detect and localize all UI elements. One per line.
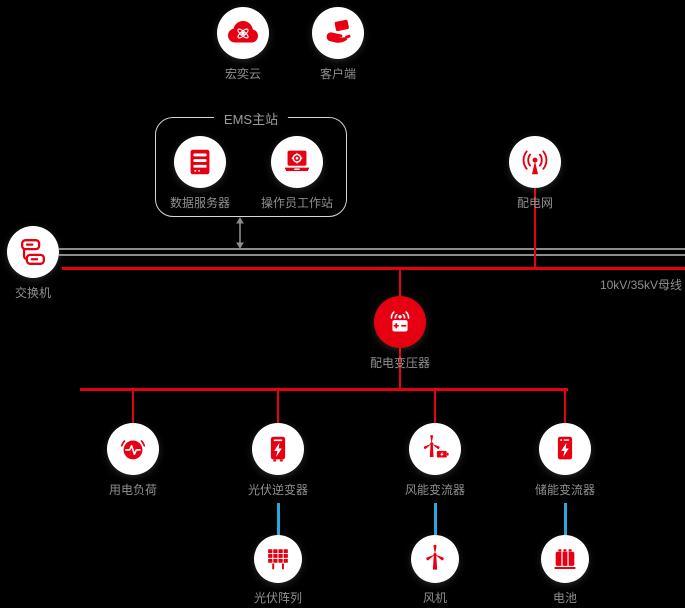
- storage-converter-to-battery-link: [563, 503, 567, 535]
- battery-icon: [554, 549, 576, 569]
- mv-busbar-line: [62, 267, 685, 270]
- feeder-to-load-link: [131, 391, 135, 424]
- cloud-atom-icon: [228, 21, 258, 43]
- node-distribution-grid: 配电网: [509, 136, 561, 210]
- pv-inverter-label: 光伏逆变器: [247, 483, 309, 497]
- wind-converter-node-circle: [408, 423, 461, 475]
- node-pv-array: 光伏阵列: [253, 535, 303, 605]
- distribution-grid-label: 配电网: [516, 196, 553, 210]
- feeder-to-storage-converter-link: [563, 391, 567, 424]
- wind-turbine-label: 风机: [422, 591, 447, 605]
- node-cloud: 宏奕云: [217, 7, 269, 81]
- feeder-to-wind-converter-link: [433, 391, 437, 424]
- node-pv-inverter: 光伏逆变器: [248, 423, 308, 497]
- ems-station-group: EMS主站: [155, 109, 347, 217]
- ethernet-line-bottom: [59, 254, 685, 256]
- operator-workstation-label: 操作员工作站: [260, 196, 334, 210]
- network-switch-node-circle: [7, 226, 59, 278]
- node-power-load: 用电负荷: [107, 423, 159, 497]
- grid-to-busbar-link: [533, 188, 537, 268]
- power-load-node-circle: [107, 423, 159, 475]
- workstation-node-circle: [270, 136, 323, 188]
- antenna-icon: [522, 150, 548, 175]
- load-pulse-icon: [120, 440, 146, 460]
- pv-array-label: 光伏阵列: [253, 591, 303, 605]
- cloud-node-circle: [217, 7, 269, 59]
- node-battery: 电池: [541, 535, 589, 605]
- busbar-to-transformer-link: [398, 270, 402, 297]
- battery-label: 电池: [552, 591, 577, 605]
- distribution-transformer-label: 配电变压器: [369, 356, 431, 370]
- node-distribution-transformer: 配电变压器: [370, 296, 430, 370]
- distribution-transformer-node-circle: [373, 296, 426, 348]
- data-server-node-circle: [173, 136, 226, 188]
- inverter-bolt-icon: [270, 436, 286, 462]
- hand-card-icon: [326, 19, 351, 43]
- power-load-label: 用电负荷: [108, 483, 157, 497]
- cloud-label: 宏奕云: [224, 67, 261, 81]
- data-server-label: 数据服务器: [169, 196, 231, 210]
- battery-node-circle: [541, 535, 589, 583]
- storage-converter-label: 储能变流器: [534, 483, 596, 497]
- client-label: 客户端: [319, 67, 356, 81]
- wind-converter-label: 风能变流器: [404, 483, 466, 497]
- wind-turbine-node-circle: [411, 535, 459, 583]
- transformer-icon: [390, 311, 410, 332]
- network-switch-label: 交换机: [14, 286, 51, 300]
- node-network-switch: 交换机: [7, 226, 59, 300]
- distribution-grid-node-circle: [509, 136, 561, 188]
- node-client: 客户端: [312, 7, 364, 81]
- pv-inverter-to-array-link: [276, 503, 280, 535]
- solar-panel-icon: [268, 549, 288, 570]
- pv-array-node-circle: [253, 535, 302, 583]
- feeder-to-pv-inverter-link: [276, 391, 280, 424]
- ems-station-label: EMS主站: [213, 109, 289, 128]
- node-data-server: 数据服务器: [170, 136, 230, 210]
- node-storage-converter: 储能变流器: [535, 423, 595, 497]
- node-wind-turbine: 风机: [411, 535, 459, 605]
- switch-icon: [21, 239, 45, 265]
- feeder-line: [80, 388, 568, 391]
- pv-inverter-node-circle: [251, 423, 304, 475]
- server-icon: [190, 149, 210, 175]
- wind-turbine-icon: [426, 544, 444, 570]
- node-wind-converter: 风能变流器: [405, 423, 465, 497]
- busbar-label: 10kV/35kV母线: [599, 278, 682, 292]
- node-operator-workstation: 操作员工作站: [261, 136, 333, 210]
- wind-converter-to-turbine-link: [433, 503, 437, 535]
- wind-battery-icon: [423, 435, 449, 458]
- ethernet-line-top: [59, 248, 685, 250]
- laptop-gear-icon: [284, 150, 310, 171]
- client-node-circle: [312, 7, 364, 59]
- transformer-to-feeder-link: [398, 347, 402, 389]
- storage-converter-node-circle: [538, 423, 591, 475]
- storage-bolt-icon: [557, 436, 573, 460]
- ems-ethernet-arrow-icon: [236, 217, 244, 249]
